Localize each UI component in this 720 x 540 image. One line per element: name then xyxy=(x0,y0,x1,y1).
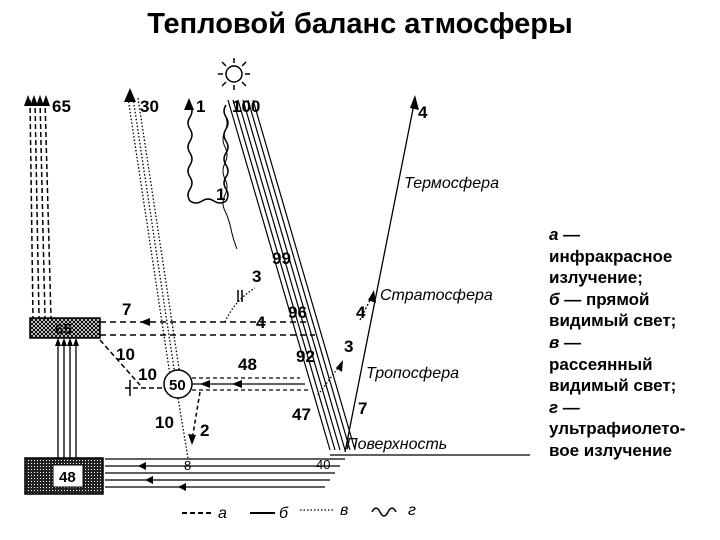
legend-line-1: а — xyxy=(549,224,719,246)
legend-key-b: б xyxy=(549,289,560,309)
surface-lines xyxy=(105,458,345,488)
label-10-c: 10 xyxy=(155,413,174,432)
label-65-top: 65 xyxy=(52,97,71,116)
label-99: 99 xyxy=(272,249,291,268)
transfer-48-band xyxy=(192,377,310,391)
label-100: 100 xyxy=(232,97,260,116)
key-v-label: в xyxy=(340,502,348,519)
arrowhead-4-top xyxy=(410,95,419,110)
arrowhead-48b xyxy=(232,380,242,388)
legend-line-8: видимый свет; xyxy=(549,376,677,396)
scattered-reflect-30 xyxy=(127,97,181,376)
surface-box-48-label-bg xyxy=(52,464,84,488)
arrowhead-30 xyxy=(124,88,136,102)
arrowheads-65 xyxy=(24,95,50,106)
label-2: 2 xyxy=(200,421,209,440)
legend-line-3: излучение; xyxy=(549,268,643,288)
dashed-10 xyxy=(99,339,141,386)
wave-along-100 xyxy=(222,114,238,250)
label-92: 92 xyxy=(296,347,315,366)
label-10-b: 10 xyxy=(138,365,157,384)
absorber-tick xyxy=(237,290,243,302)
label-48-mid: 48 xyxy=(238,355,257,374)
layer-troposphere: Тропосфера xyxy=(366,365,459,382)
arrowhead-1 xyxy=(184,98,194,110)
arrowhead-3-tropo xyxy=(336,360,343,372)
label-4-right: 4 xyxy=(356,303,366,322)
page-title: Тепловой баланс атмосферы xyxy=(147,8,573,40)
legend-text-4: — прямой xyxy=(559,289,650,309)
label-7-left: 7 xyxy=(122,300,131,319)
label-65-box: 65 xyxy=(55,321,72,338)
sun-icon xyxy=(218,58,250,90)
label-4-left: 4 xyxy=(256,313,266,332)
label-7-right: 7 xyxy=(358,399,367,418)
arrowhead-48 xyxy=(200,380,210,388)
arrowhead-stratosphere xyxy=(368,290,376,303)
ir-vertical-arrowheads xyxy=(55,338,79,346)
label-10-a: 10 xyxy=(116,345,135,364)
legend: а — инфракрасное излучение; б — прямой в… xyxy=(549,224,719,462)
legend-line-4: б — прямой xyxy=(549,289,719,311)
ir-outgoing-65 xyxy=(29,99,52,319)
legend-line-5: видимый свет; xyxy=(549,311,677,331)
reflected-to-4 xyxy=(344,103,415,453)
label-3-a: 3 xyxy=(252,267,261,286)
label-30: 30 xyxy=(140,97,159,116)
layer-thermosphere: Термосфера xyxy=(404,175,499,192)
legend-text-9: г — xyxy=(549,397,580,417)
label-40: 40 xyxy=(316,457,330,472)
key-a-label: а xyxy=(218,505,227,522)
surface-arrowheads xyxy=(138,462,186,491)
legend-text-1: а — xyxy=(549,225,581,244)
label-1-mid: 1 xyxy=(216,185,225,204)
ir-vertical-lines xyxy=(57,340,77,458)
solar-incoming-100 xyxy=(227,99,356,451)
key-g-sample xyxy=(371,507,397,517)
label-4-top: 4 xyxy=(418,103,428,122)
legend-line-9: г — xyxy=(549,397,719,419)
layer-stratosphere: Стратосфера xyxy=(380,287,493,304)
legend-line-11: вое излучение xyxy=(549,440,672,460)
label-48-box: 48 xyxy=(59,469,76,486)
label-1-top: 1 xyxy=(196,97,205,116)
key-g-label: г xyxy=(408,502,416,519)
arrowhead-7-left xyxy=(140,318,150,326)
atmosphere-box-65 xyxy=(29,317,101,339)
label-8: 8 xyxy=(184,458,191,473)
dotted-arc-3 xyxy=(224,287,256,323)
stratosphere-arrow-line xyxy=(359,295,373,321)
label-50: 50 xyxy=(169,377,186,394)
arrowhead-2 xyxy=(188,434,196,445)
key-b-label: б xyxy=(279,505,289,522)
legend-line-2: инфракрасное xyxy=(549,246,673,266)
legend-line-7: рассеянный xyxy=(549,354,653,374)
uv-wave-1 xyxy=(187,104,229,204)
label-3-b: 3 xyxy=(344,337,353,356)
dotted-3-tropo xyxy=(317,364,341,396)
label-96: 96 xyxy=(288,303,307,322)
legend-line-6: в — xyxy=(549,332,719,354)
legend-text-6: в — xyxy=(549,332,581,352)
layer-surface: Поверхность xyxy=(346,436,447,453)
legend-line-10: ультрафиолето- xyxy=(549,419,686,439)
dashed-2 xyxy=(191,391,201,441)
dotted-10-down xyxy=(177,397,189,459)
label-47: 47 xyxy=(292,405,311,424)
